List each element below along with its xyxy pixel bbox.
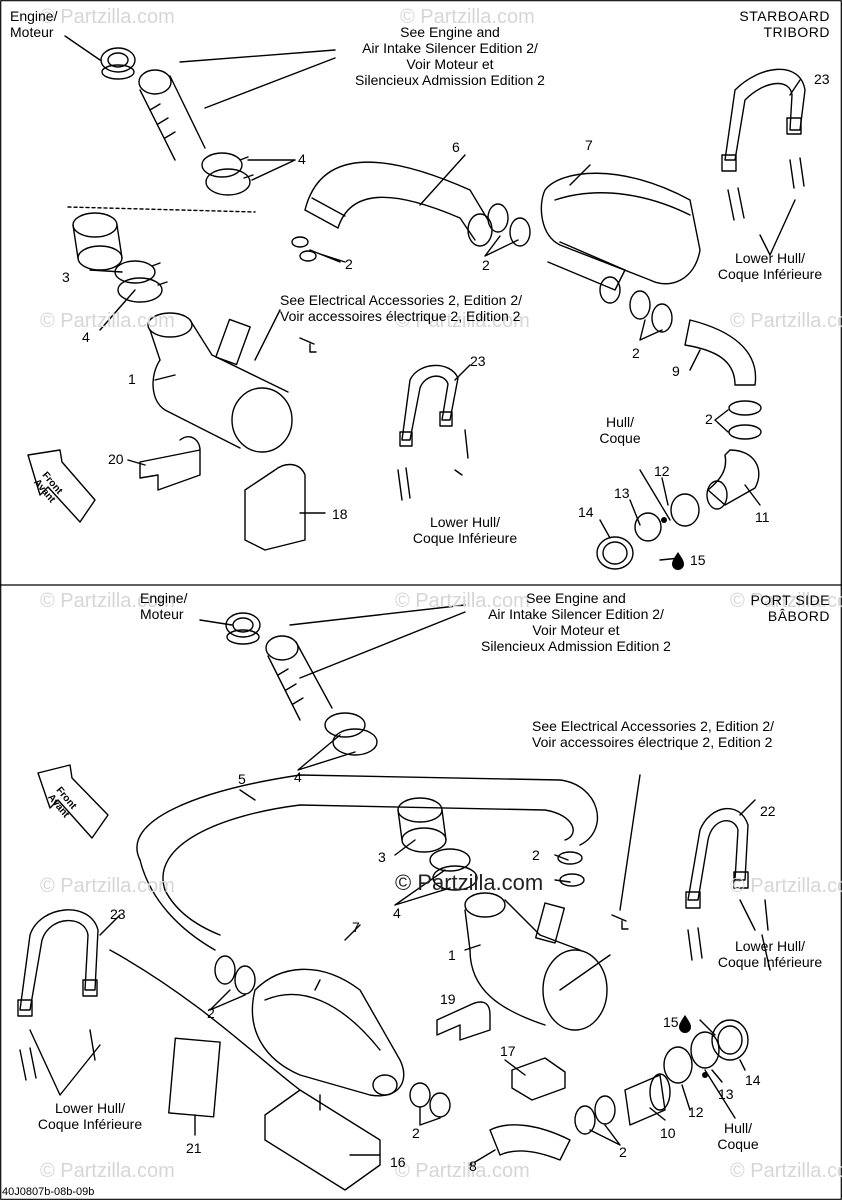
callout-1: 1 <box>128 371 136 387</box>
pad-21 <box>168 1037 221 1118</box>
block-16 <box>264 1089 381 1191</box>
callout-2: 2 <box>207 1005 215 1021</box>
callout-14: 14 <box>745 1072 761 1088</box>
callout-17: 17 <box>500 1043 516 1059</box>
block-17 <box>511 1057 566 1101</box>
callout-2: 2 <box>482 257 490 273</box>
watermark: © Partzilla.com <box>400 6 535 28</box>
lower-hull-label-bottom-right: Lower Hull/Coque Inférieure <box>717 938 823 970</box>
watermark: © Partzilla.com <box>730 1160 842 1182</box>
muffler-1-top <box>147 312 293 453</box>
watermark: © Partzilla.com <box>40 1160 175 1182</box>
callout-7: 7 <box>352 919 360 935</box>
callout-15: 15 <box>690 552 706 568</box>
callout-2: 2 <box>345 256 353 272</box>
hull-label-top: Hull/Coque <box>599 414 641 446</box>
lower-hull-label-top-right: Lower Hull/Coque Inférieure <box>717 250 823 282</box>
callout-20: 20 <box>108 451 124 467</box>
strap-23-bottom-left <box>17 909 99 1081</box>
callout-2: 2 <box>412 1125 420 1141</box>
callout-23: 23 <box>814 71 830 87</box>
engine-label-bottom: Engine/Moteur <box>140 590 188 622</box>
watermark: © Partzilla.com <box>395 310 530 332</box>
pad-20 <box>139 449 201 491</box>
watermark: © Partzilla.com <box>730 590 842 612</box>
callout-12: 12 <box>688 1104 704 1120</box>
watermark: © Partzilla.com <box>395 1160 530 1182</box>
callout-3: 3 <box>378 849 386 865</box>
lower-hull-label-bottom-left: Lower Hull/Coque Inférieure <box>37 1100 143 1132</box>
engine-flange-bottom <box>225 612 333 721</box>
muffler-7-top <box>540 172 701 304</box>
strap-22 <box>685 808 769 961</box>
callout-2: 2 <box>705 411 713 427</box>
muffler-7-bottom <box>251 968 405 1097</box>
sleeve-3-top <box>72 212 123 271</box>
clamp-pair-top <box>201 152 254 196</box>
engine-label-top: Engine/Moteur <box>10 8 58 40</box>
callout-18: 18 <box>332 506 348 522</box>
lower-hull-label-top-mid: Lower Hull/Coque Inférieure <box>412 514 518 546</box>
callout-6: 6 <box>452 139 460 155</box>
hull-label-bottom: Hull/Coque <box>717 1120 759 1152</box>
callout-10: 10 <box>660 1125 676 1141</box>
pipe-6 <box>304 161 493 247</box>
callout-21: 21 <box>186 1140 202 1156</box>
pad-19 <box>436 1001 491 1041</box>
front-arrow-bottom <box>37 764 109 839</box>
callout-2: 2 <box>632 345 640 361</box>
callout-5: 5 <box>238 771 246 787</box>
pad-18 <box>244 463 306 551</box>
callout-19: 19 <box>440 991 456 1007</box>
callout-8: 8 <box>469 1158 477 1174</box>
callout-2: 2 <box>532 847 540 863</box>
callout-4: 4 <box>82 329 90 345</box>
callout-22: 22 <box>760 803 776 819</box>
see-electrical-note-bottom: See Electrical Accessories 2, Edition 2/… <box>532 718 775 750</box>
strap-23-top-right <box>721 68 806 221</box>
watermark: © Partzilla.com <box>40 875 175 897</box>
watermark: © Partzilla.com <box>730 310 842 332</box>
callout-4: 4 <box>393 905 401 921</box>
strap-23-top-mid <box>397 364 469 501</box>
callout-15: 15 <box>663 1014 679 1030</box>
callout-14: 14 <box>578 504 594 520</box>
sealant-drop-icon <box>672 552 684 570</box>
watermark: © Partzilla.com <box>395 590 530 612</box>
callout-7: 7 <box>585 137 593 153</box>
callout-1: 1 <box>448 947 456 963</box>
callout-23: 23 <box>470 353 486 369</box>
muffler-1-bottom <box>464 892 608 1031</box>
figure-code: 40J0807b-08b-09b <box>2 1186 95 1198</box>
front-arrow-top <box>27 449 96 523</box>
callout-3: 3 <box>62 269 70 285</box>
see-electrical-note-top: See Electrical Accessories 2, Edition 2/… <box>280 292 523 324</box>
callout-2: 2 <box>619 1144 627 1160</box>
callout-16: 16 <box>390 1154 406 1170</box>
center-watermark: © Partzilla.com <box>395 870 544 895</box>
engine-flange-top <box>100 47 206 161</box>
watermark: © Partzilla.com <box>40 590 175 612</box>
callout-4: 4 <box>294 769 302 785</box>
callout-4: 4 <box>298 151 306 167</box>
watermark: © Partzilla.com <box>730 875 842 897</box>
watermark: © Partzilla.com <box>40 6 175 28</box>
callout-11: 11 <box>755 509 770 525</box>
pipe-5 <box>109 774 599 1091</box>
callout-9: 9 <box>672 363 680 379</box>
callout-13: 13 <box>614 485 630 501</box>
callout-23: 23 <box>110 906 126 922</box>
watermark: © Partzilla.com <box>40 310 175 332</box>
callout-12: 12 <box>654 463 670 479</box>
sealant-drop-icon <box>679 1015 691 1033</box>
callout-13: 13 <box>718 1086 734 1102</box>
